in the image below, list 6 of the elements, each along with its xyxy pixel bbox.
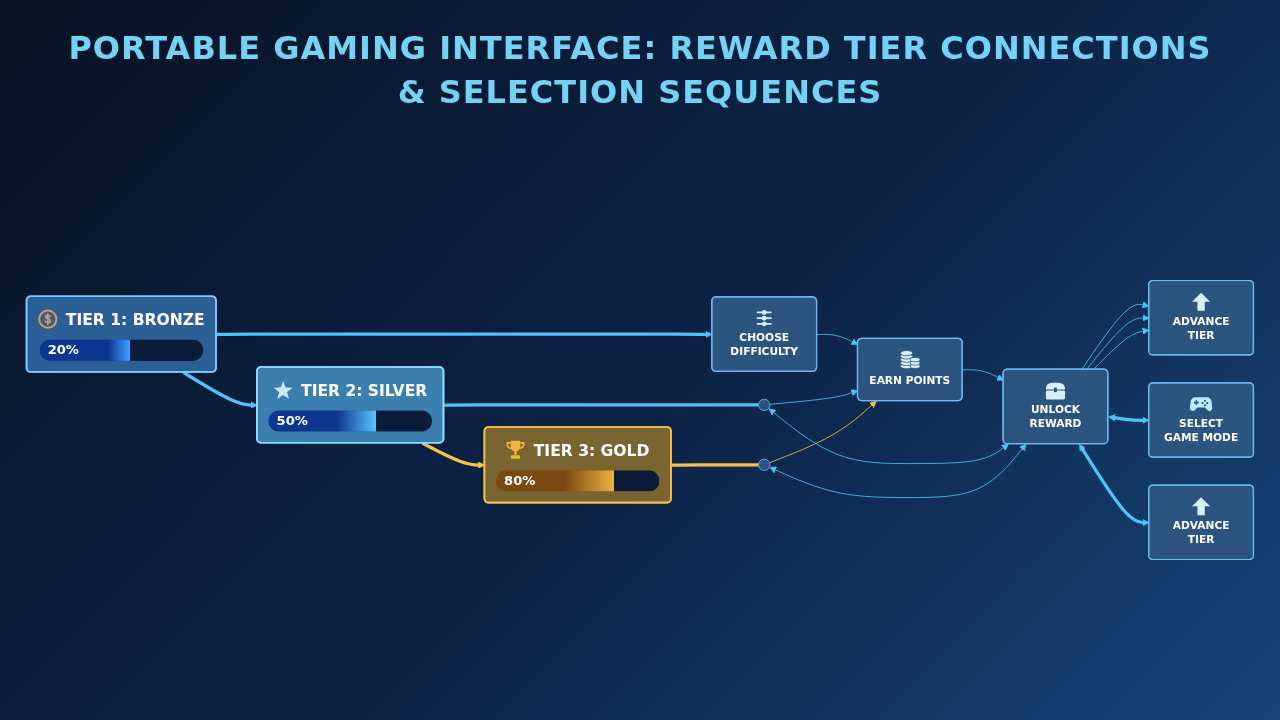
node-circle xyxy=(758,458,771,471)
title: PORTABLE GAMING INTERFACE: REWARD TIER CONNECTIONS & SELECTION SEQUENCES xyxy=(67,28,1213,113)
connector xyxy=(671,463,759,467)
connector xyxy=(443,403,759,407)
node-circle xyxy=(758,398,771,411)
progress-bar: 20% xyxy=(39,339,204,361)
